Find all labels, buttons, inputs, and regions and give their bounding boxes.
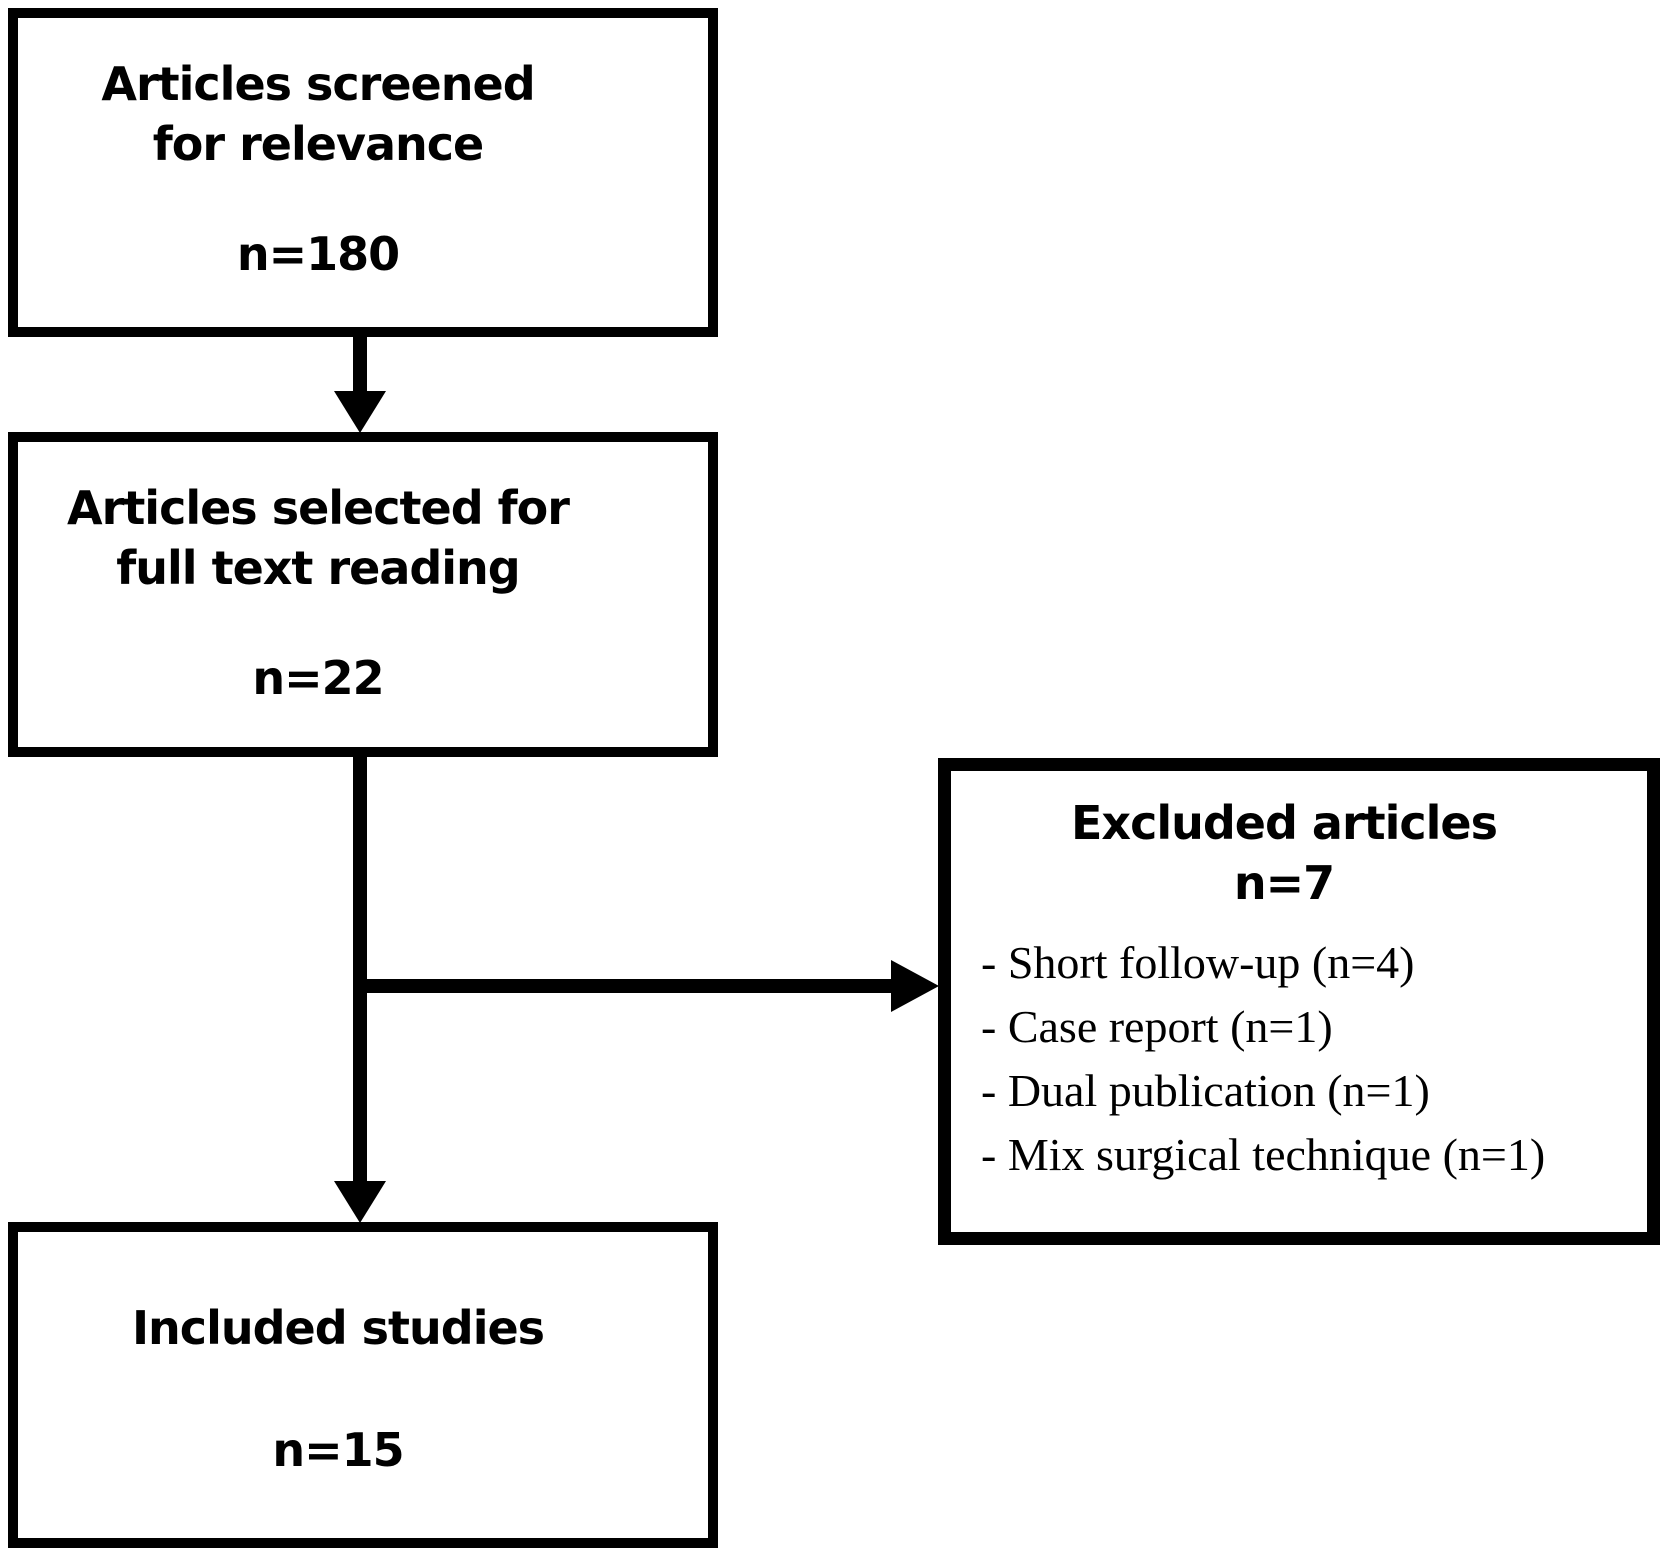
- box-articles-screened-count: n=180: [236, 227, 400, 281]
- box-articles-screened: Articles screened for relevance n=180: [8, 8, 718, 337]
- arrowhead-down-into-selected: [334, 391, 386, 433]
- box-included-studies: Included studies n=15: [8, 1222, 718, 1548]
- box-included-studies-count: n=15: [272, 1423, 404, 1477]
- connector-screened-to-selected: [353, 330, 367, 396]
- box-articles-screened-title-line2: for relevance: [152, 117, 484, 171]
- exclusion-reason-mix-surgical-technique: - Mix surgical technique (n=1): [981, 1129, 1546, 1180]
- connector-selected-to-included: [353, 750, 367, 1186]
- exclusion-reason-case-report: - Case report (n=1): [981, 1001, 1333, 1052]
- box-articles-selected: Articles selected for full text reading …: [8, 432, 718, 757]
- box-articles-selected-title-line2: full text reading: [116, 541, 520, 595]
- exclusion-reason-list: - Short follow-up (n=4) - Case report (n…: [951, 931, 1617, 1187]
- box-articles-selected-title-line1: Articles selected for: [67, 481, 570, 535]
- box-excluded-articles: Excluded articles n=7 - Short follow-up …: [938, 758, 1660, 1245]
- arrowhead-down-into-included: [334, 1181, 386, 1223]
- exclusion-reason-short-follow-up: - Short follow-up (n=4): [981, 937, 1415, 988]
- box-articles-screened-title-line1: Articles screened: [101, 57, 535, 111]
- exclusion-reason-dual-publication: - Dual publication (n=1): [981, 1065, 1430, 1116]
- box-excluded-articles-title: Excluded articles: [1070, 796, 1498, 850]
- connector-branch-to-excluded: [360, 979, 892, 993]
- box-included-studies-title: Included studies: [131, 1301, 545, 1355]
- box-excluded-articles-count: n=7: [1233, 856, 1335, 910]
- arrowhead-right-into-excluded: [891, 960, 939, 1012]
- box-articles-selected-count: n=22: [252, 651, 384, 705]
